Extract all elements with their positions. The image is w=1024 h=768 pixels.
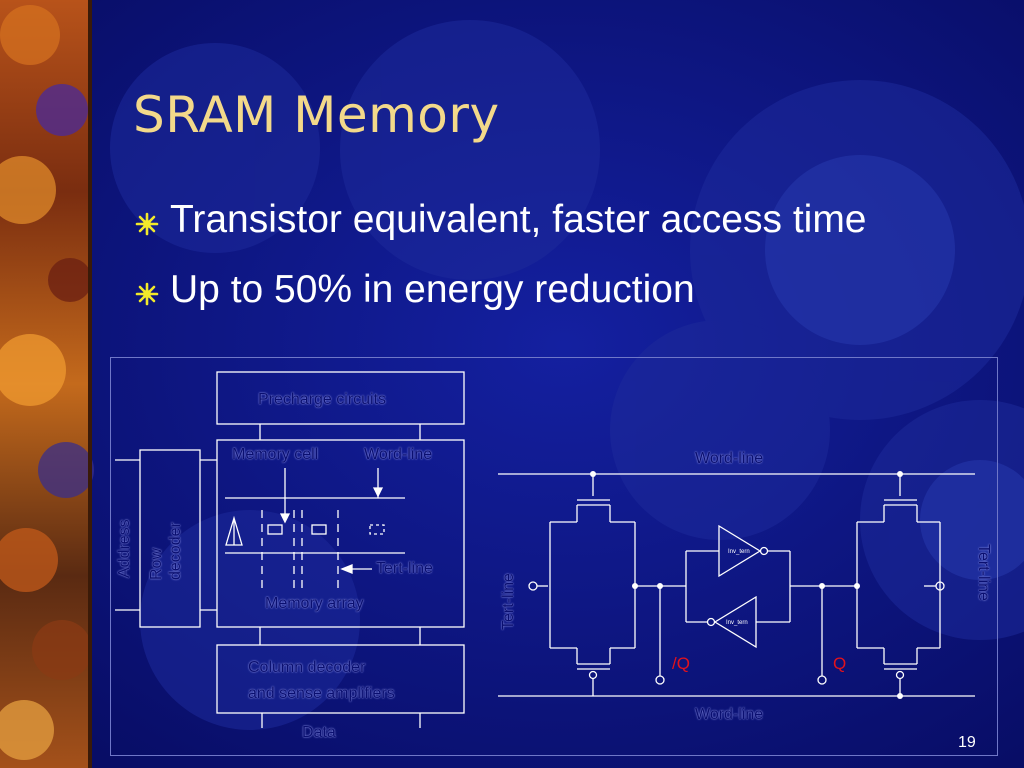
word-line-bottom-label: Word-line — [695, 706, 764, 723]
column-decoder-label-1: Column decoder — [248, 659, 366, 676]
bullet-star-icon — [135, 282, 159, 306]
word-line-label: Word-line — [364, 446, 433, 463]
address-label: Address — [116, 519, 133, 578]
column-decoder-label-2: and sense amplifiers — [248, 685, 395, 702]
row-decoder-label-1: Row — [148, 547, 165, 580]
data-label: Data — [302, 724, 336, 741]
slide-title: SRAM Memory — [133, 86, 500, 144]
inverter-bottom-label: Inv_tern — [726, 620, 748, 626]
precharge-label: Precharge circuits — [258, 391, 387, 408]
memory-cell-label: Memory cell — [232, 446, 319, 463]
bullet-text: Transistor equivalent, faster access tim… — [170, 198, 867, 241]
bullet-text: Up to 50% in energy reduction — [170, 268, 695, 311]
word-line-top-label: Word-line — [695, 450, 764, 467]
q-label: Q — [833, 654, 847, 673]
row-decoder-box — [139, 449, 201, 628]
memory-array-box — [216, 439, 465, 628]
tert-line-label: Tert-line — [376, 560, 433, 577]
page-number: 19 — [958, 734, 976, 751]
bullet-star-icon — [135, 212, 159, 236]
memory-array-label: Memory array — [265, 595, 364, 612]
q-bar-label: /Q — [672, 654, 690, 673]
precharge-box — [216, 371, 465, 425]
tert-line-right-label: Tert-line — [975, 544, 992, 601]
inverter-top-label: Inv_tern — [728, 549, 750, 555]
row-decoder-label-2: decoder — [167, 522, 184, 580]
tert-line-left-label: Tert-line — [500, 573, 517, 630]
diagram-panel — [110, 357, 998, 756]
column-decoder-box — [216, 644, 465, 714]
